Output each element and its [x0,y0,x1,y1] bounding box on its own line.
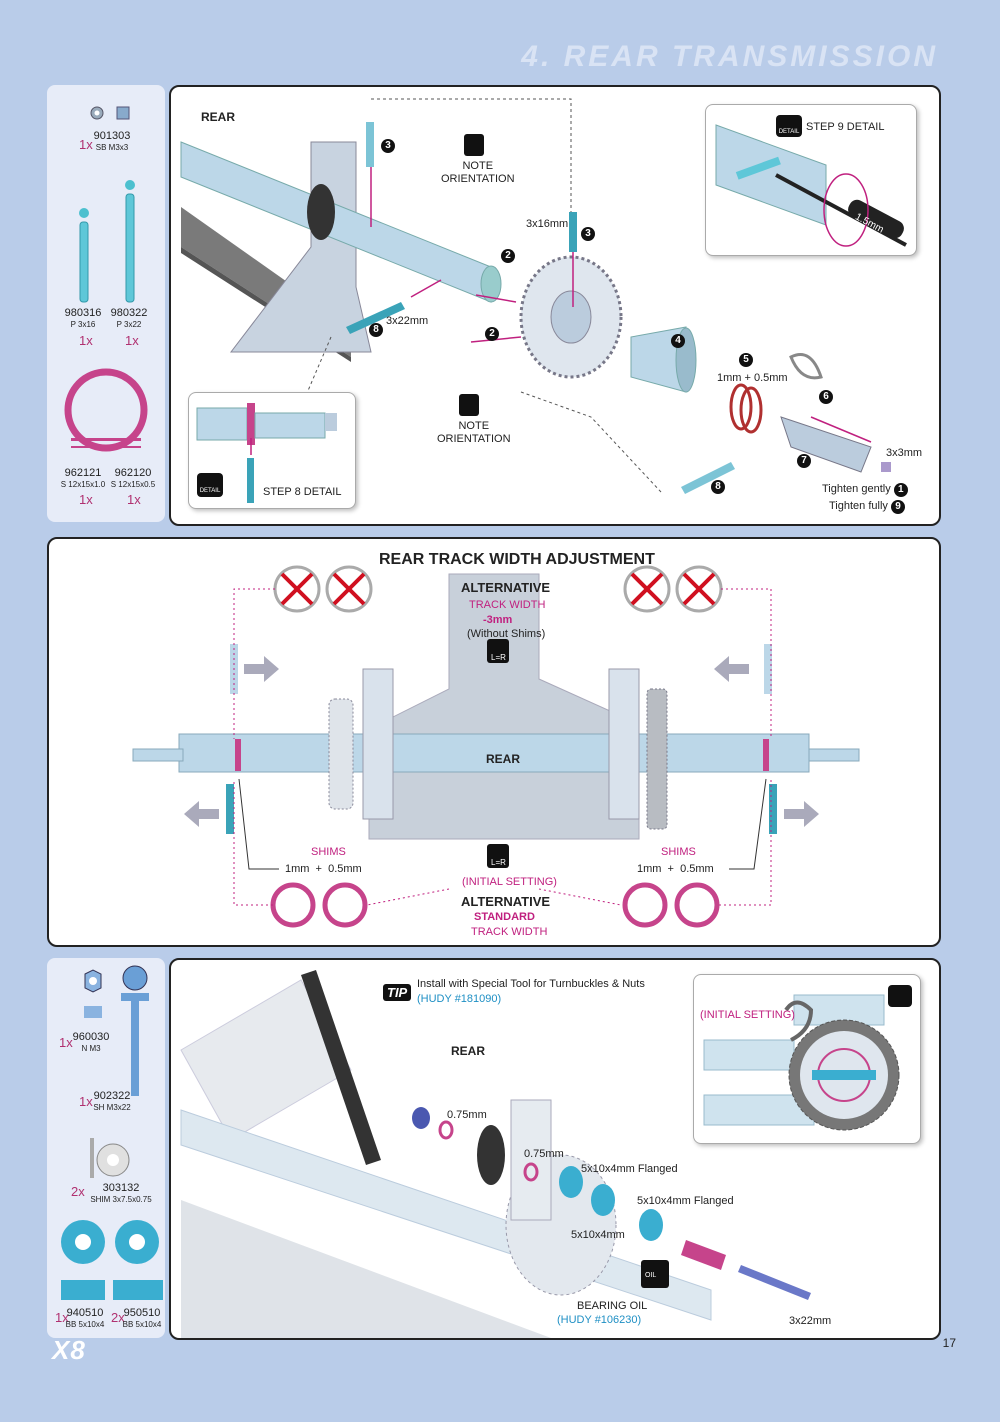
part-qty: 1x [79,333,93,348]
pin-3x16-label: 3x16mm [526,218,569,230]
detail-icon [888,985,912,1007]
step-4-marker: 4 [671,334,685,348]
part-qty: 1x [125,333,139,348]
rear-label: REAR [201,110,236,124]
oil-icon: OIL [645,1272,657,1279]
standard-label: STANDARD [474,911,535,923]
detail-icon: DETAIL [776,115,802,137]
lr-icon: L=R [491,858,506,867]
bearing-label: 5x10x4mm [571,1229,625,1241]
step-3-marker: 3 [581,227,595,241]
initial-setting-label: (INITIAL SETTING) [700,1009,795,1021]
flanged2-label: 5x10x4mm Flanged [637,1195,734,1207]
alt-top-label: ALTERNATIVE [461,580,551,595]
bearing-oil-hudy: (HUDY #106230) [557,1314,642,1326]
pin-3x22-label: 3x22mm [386,315,429,327]
shims-left-label: SHIMS [311,846,346,858]
track-width-panel: REAR TRACK WIDTH ADJUSTMENT ALTERNATIVE … [47,537,941,947]
part-qty: 1x [79,137,93,152]
step-9-detail-box: STEP 9 DETAIL 1.5mm DETAIL [705,104,917,256]
step-3-marker: 3 [381,139,395,153]
page-number: 17 [942,1336,956,1350]
shims-label: 1mm + 0.5mm [717,372,788,384]
track-width-label: TRACK WIDTH [469,599,546,611]
initial-setting-detail-box: (INITIAL SETTING) [693,974,921,1144]
minus3-label: -3mm [483,614,513,626]
step-8-marker: 8 [711,480,725,494]
step-9-detail-illustration [715,124,907,247]
track-width2-label: TRACK WIDTH [471,926,548,938]
shims-sizes-left: 1mm + 0.5mm [285,863,362,875]
rear-axle-illustration [180,98,891,494]
part-qty: 1x [55,1310,69,1325]
brand-logo: X8 [52,1335,86,1365]
step-8-marker: 8 [369,323,383,337]
part-qty: 1x [79,492,93,507]
tighten-gently-label: Tighten gently 1 [822,483,908,497]
screw-label: 3x22mm [789,1315,832,1327]
parts-illustrations-3 [61,965,163,1300]
lr-icon: L=R [491,653,506,662]
alt-bottom-label: ALTERNATIVE [461,894,551,909]
tip-text: Install with Special Tool for Turnbuckle… [417,978,645,990]
shims-right-label: SHIMS [661,846,696,858]
step-9-detail-label: STEP 9 DETAIL [806,121,885,133]
part-qty: 1x [59,1035,73,1050]
step-2-marker: 2 [501,249,515,263]
step-8-detail-box: STEP 8 DETAIL DETAIL [188,392,356,509]
step-7-marker: 7 [797,454,811,468]
step-8-detail-illustration [196,403,337,503]
part-qty: 1x [127,492,141,507]
shims-sizes-right: 1mm + 0.5mm [637,863,714,875]
track-width-illustration [132,565,860,928]
shim1-label: 0.75mm [447,1109,487,1121]
step-2-marker: 2 [485,327,499,341]
step-8-detail-label: STEP 8 DETAIL [263,486,342,498]
bearing-oil-label: BEARING OIL [577,1300,648,1312]
initial-setting-label: (INITIAL SETTING) [462,876,557,888]
part-qty: 2x [71,1184,85,1199]
bearing-assembly-illustration [180,970,811,1338]
tip-hudy: (HUDY #181090) [417,993,502,1005]
flanged1-label: 5x10x4mm Flanged [581,1163,678,1175]
parts-illustrations-1 [64,106,148,452]
rear-label: REAR [486,752,521,766]
shim2-label: 0.75mm [524,1148,564,1160]
track-width-title: REAR TRACK WIDTH ADJUSTMENT [379,551,655,568]
page-title: 4. REAR TRANSMISSION [521,40,938,73]
step-6-marker: 6 [819,390,833,404]
screw-label: 3x3mm [886,447,923,459]
tighten-fully-label: Tighten fully 9 [829,500,905,514]
part-qty: 2x [111,1310,125,1325]
step-5-marker: 5 [739,353,753,367]
initial-setting-illustration [703,994,900,1131]
assembly-panel-3: TIP Install with Special Tool for Turnbu… [169,958,941,1340]
rear-label: REAR [451,1044,486,1058]
detail-icon: DETAIL [197,473,223,497]
without-shims-label: (Without Shims) [467,628,546,640]
tip-badge: TIP [383,984,412,1001]
part-qty: 1x [79,1094,93,1109]
